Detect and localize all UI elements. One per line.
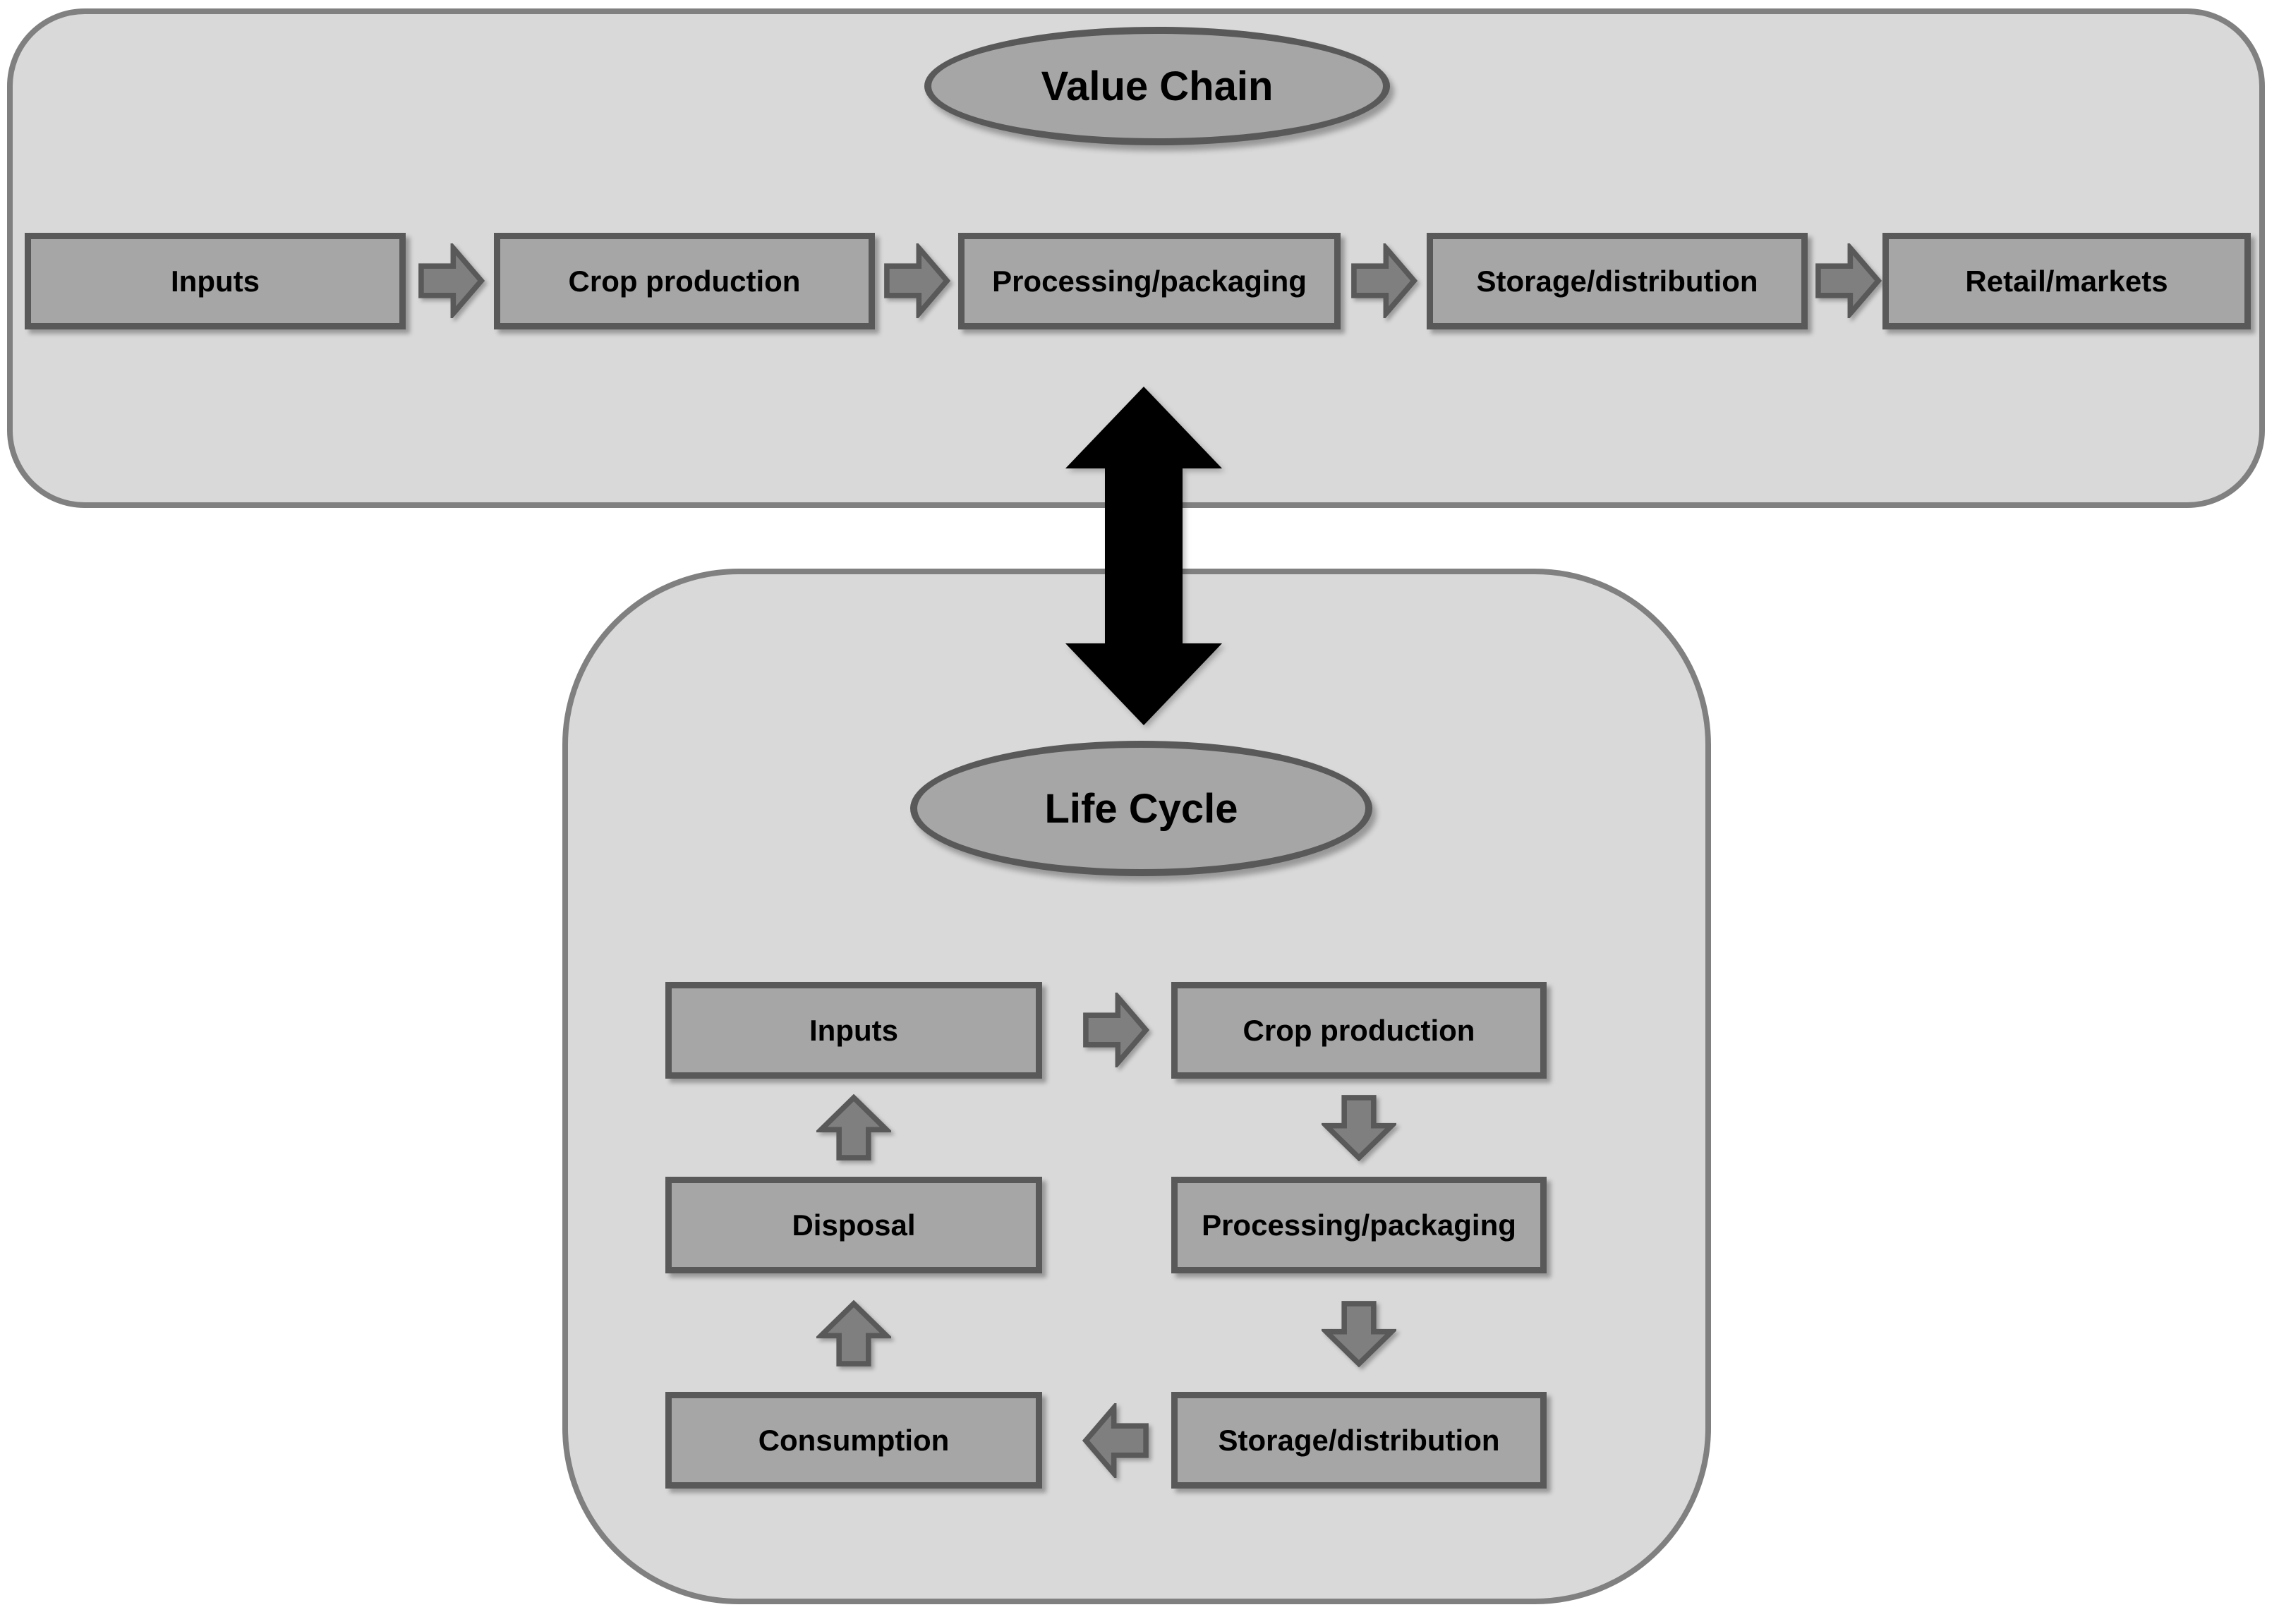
life-cycle-title: Life Cycle xyxy=(1044,785,1238,832)
value-chain-step-processing-packaging: Processing/packaging xyxy=(958,233,1341,329)
node-label: Processing/packaging xyxy=(992,264,1307,298)
life-cycle-step-consumption: Consumption xyxy=(665,1392,1042,1489)
value-chain-step-retail-markets: Retail/markets xyxy=(1882,233,2251,329)
arrow-right-icon xyxy=(418,243,485,318)
life-cycle-step-disposal: Disposal xyxy=(665,1177,1042,1273)
node-label: Storage/distribution xyxy=(1476,264,1758,298)
node-label: Crop production xyxy=(1243,1013,1475,1047)
arrow-right-icon xyxy=(884,243,950,318)
life-cycle-step-storage-distribution: Storage/distribution xyxy=(1171,1392,1547,1489)
node-label: Crop production xyxy=(568,264,801,298)
node-label: Inputs xyxy=(171,264,260,298)
node-label: Retail/markets xyxy=(1965,264,2168,298)
life-cycle-step-processing-packaging: Processing/packaging xyxy=(1171,1177,1547,1273)
life-cycle-step-inputs: Inputs xyxy=(665,982,1042,1079)
value-chain-step-inputs: Inputs xyxy=(25,233,406,329)
node-label: Inputs xyxy=(809,1013,898,1047)
double-arrow-connector-icon xyxy=(1065,387,1222,725)
value-chain-step-crop-production: Crop production xyxy=(494,233,875,329)
life-cycle-step-crop-production: Crop production xyxy=(1171,982,1547,1079)
arrow-left-icon xyxy=(1082,1403,1149,1478)
node-label: Disposal xyxy=(792,1208,916,1242)
value-chain-step-storage-distribution: Storage/distribution xyxy=(1427,233,1808,329)
node-label: Storage/distribution xyxy=(1218,1423,1500,1457)
arrow-up-icon xyxy=(816,1300,891,1367)
life-cycle-title-ellipse: Life Cycle xyxy=(910,741,1372,876)
arrow-down-icon xyxy=(1322,1301,1396,1367)
arrow-right-icon xyxy=(1815,243,1882,318)
value-chain-title: Value Chain xyxy=(1041,63,1274,109)
node-label: Consumption xyxy=(758,1423,950,1457)
arrow-right-icon xyxy=(1351,243,1417,318)
arrow-right-icon xyxy=(1083,993,1149,1067)
value-chain-title-ellipse: Value Chain xyxy=(924,27,1390,145)
node-label: Processing/packaging xyxy=(1202,1208,1516,1242)
arrow-down-icon xyxy=(1322,1095,1396,1161)
arrow-up-icon xyxy=(816,1094,891,1161)
